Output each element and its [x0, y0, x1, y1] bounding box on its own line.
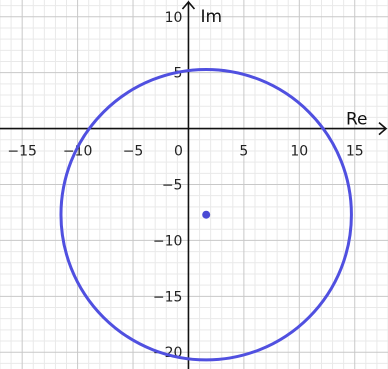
data-point	[202, 210, 211, 219]
x-tick-label: 15	[346, 144, 364, 160]
x-axis-label: Re	[346, 110, 368, 130]
x-tick-label: 10	[290, 144, 308, 160]
y-tick-label: 10	[165, 10, 183, 26]
y-tick-label: −10	[153, 233, 183, 249]
y-axis-arrow-icon	[181, 0, 196, 10]
data-circle	[59, 67, 353, 362]
x-tick-label: 5	[239, 144, 248, 160]
x-tick-label: −15	[7, 144, 37, 160]
x-tick-label: −5	[123, 144, 144, 160]
x-tick-label: −10	[63, 144, 93, 160]
y-tick-label: −15	[153, 289, 183, 305]
y-axis-label: Im	[200, 7, 222, 27]
x-tick-label: 0	[174, 144, 183, 160]
x-axis-arrow-icon	[378, 121, 388, 136]
y-tick-label: −5	[162, 178, 183, 194]
